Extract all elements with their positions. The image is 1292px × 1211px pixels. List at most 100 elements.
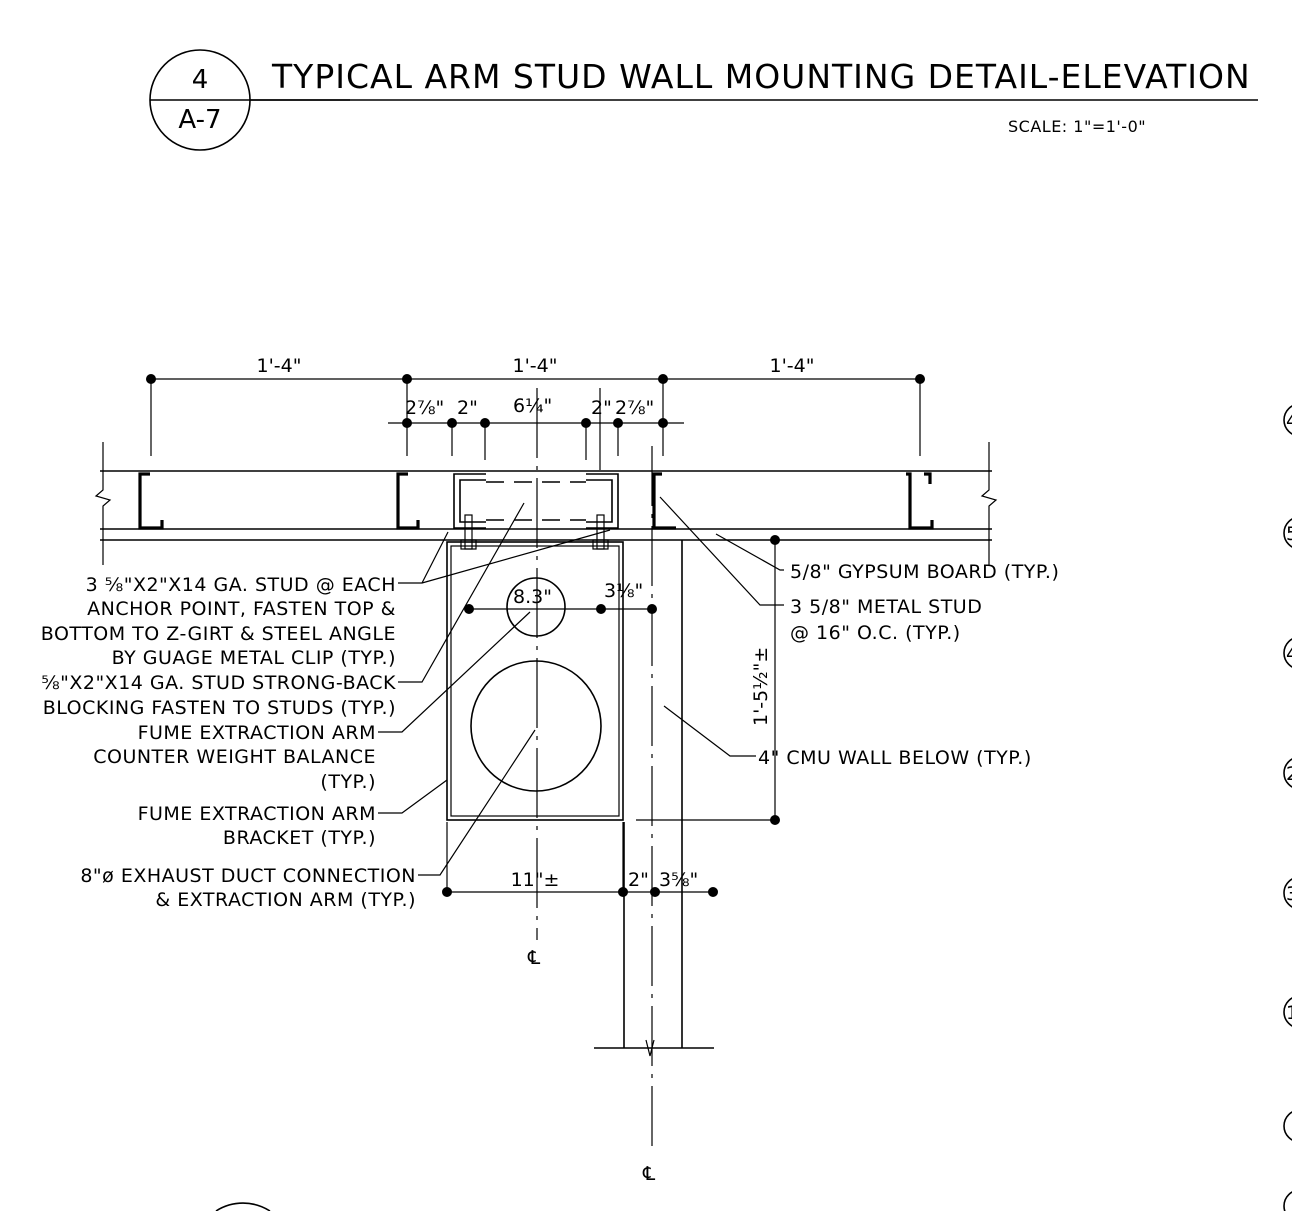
note-bracket-2: BRACKET (TYP.) xyxy=(223,827,376,849)
metal-stud-cmu xyxy=(652,472,676,530)
edge-marker-3-label: 4 xyxy=(1286,643,1292,665)
fume-arm-bracket xyxy=(446,541,624,821)
leader-counter-weight xyxy=(378,611,531,733)
anchor-bolt-left xyxy=(464,514,473,550)
dim-dot-s5 xyxy=(658,418,668,428)
break-line-left xyxy=(94,442,112,565)
edge-marker-1-label: 4 xyxy=(1286,410,1292,432)
detail-number: 4 xyxy=(192,65,209,95)
dim-vertical-label: 1'-5½"± xyxy=(750,647,772,726)
note-stud-anchor-2: ANCHOR POINT, FASTEN TOP & xyxy=(87,598,396,620)
dim-3-1-8: 3⅛" xyxy=(604,580,643,602)
dim-dot-v1 xyxy=(770,535,780,545)
edge-marker-5 xyxy=(1283,878,1292,908)
leader-duct xyxy=(418,729,536,876)
dim-dot-b1 xyxy=(442,887,452,897)
anchor-stud-right-inner xyxy=(586,479,613,523)
leader-bracket xyxy=(378,779,448,814)
leader-metal-stud xyxy=(659,496,784,606)
dim-2-bottom: 2" xyxy=(628,869,649,891)
exhaust-duct xyxy=(470,660,602,792)
left-notes: 3 ⅝"X2"X14 GA. STUD @ EACH ANCHOR POINT,… xyxy=(41,574,416,911)
edge-marker-4 xyxy=(1283,758,1292,788)
dim-8-3: 8.3" xyxy=(513,586,552,608)
dim-dot-1 xyxy=(146,374,156,384)
metal-stud-2 xyxy=(396,472,420,530)
edge-marker-7 xyxy=(1283,1111,1292,1141)
cmu-break-mark xyxy=(645,1039,655,1057)
metal-stud-1 xyxy=(138,472,164,530)
edge-marker-3 xyxy=(1283,638,1292,668)
leader-stud-anchor xyxy=(398,529,611,584)
note-metal-stud-2: @ 16" O.C. (TYP.) xyxy=(790,622,961,644)
dim-dot-i1 xyxy=(464,604,474,614)
center-lines: ℄ ℄ xyxy=(527,388,656,1185)
right-notes: 5/8" GYPSUM BOARD (TYP.) 3 5/8" METAL ST… xyxy=(758,561,1059,769)
leader-gypsum xyxy=(715,533,784,571)
note-counter-weight-1: FUME EXTRACTION ARM xyxy=(138,722,376,744)
dim-dot-3 xyxy=(658,374,668,384)
anchor-bolt-left-head xyxy=(460,539,477,550)
dim-dot-s3 xyxy=(581,418,591,428)
metal-stud-3 xyxy=(906,472,934,530)
note-cmu: 4" CMU WALL BELOW (TYP.) xyxy=(758,747,1032,769)
note-strong-back-2: BLOCKING FASTEN TO STUDS (TYP.) xyxy=(43,697,396,719)
anchor-stud-left-inner xyxy=(459,479,486,523)
edge-marker-6-label: 1 xyxy=(1286,1002,1292,1024)
dim-2-7-8-left: 2⅞" xyxy=(405,397,444,419)
dim-dot-s2 xyxy=(480,418,490,428)
edge-marker-6 xyxy=(1283,997,1292,1027)
dim-dot-i3 xyxy=(647,604,657,614)
dim-dot-b4 xyxy=(708,887,718,897)
note-bracket-1: FUME EXTRACTION ARM xyxy=(138,803,376,825)
strong-back-blocking xyxy=(486,481,586,521)
leader-strong-back xyxy=(398,502,525,683)
note-duct-1: 8"ø EXHAUST DUCT CONNECTION xyxy=(80,865,416,887)
note-stud-anchor-1: 3 ⅝"X2"X14 GA. STUD @ EACH xyxy=(86,574,396,596)
anchor-stud-left xyxy=(453,473,486,529)
note-strong-back-1: ⅝"X2"X14 GA. STUD STRONG-BACK xyxy=(41,672,396,694)
dim-stud-spacing-left: 1'-4" xyxy=(257,355,302,377)
edge-marker-8 xyxy=(1283,1191,1292,1211)
note-stud-anchor-4: BY GUAGE METAL CLIP (TYP.) xyxy=(112,647,396,669)
stud-wall xyxy=(94,442,998,565)
note-counter-weight-3: (TYP.) xyxy=(320,771,376,793)
edge-marker-4-label: 2 xyxy=(1286,763,1292,785)
leader-cmu xyxy=(663,705,756,757)
note-metal-stud-1: 3 5/8" METAL STUD xyxy=(790,596,982,618)
dim-dot-v2 xyxy=(770,815,780,825)
note-duct-2: & EXTRACTION ARM (TYP.) xyxy=(155,889,416,911)
note-stud-anchor-3: BOTTOM TO Z-GIRT & STEEL ANGLE xyxy=(41,623,396,645)
dim-11: 11"± xyxy=(511,869,560,891)
edge-marker-2 xyxy=(1283,518,1292,548)
anchor-bolt-right-head xyxy=(592,539,609,550)
edge-marker-5-label: 3 xyxy=(1286,883,1292,905)
dim-dot-2 xyxy=(402,374,412,384)
dim-dot-s1 xyxy=(447,418,457,428)
partial-bubble-bottom xyxy=(215,1202,271,1211)
dim-stud-spacing-mid: 1'-4" xyxy=(513,355,558,377)
centerline-symbol-duct: ℄ xyxy=(527,947,541,969)
metal-stud-3-cap xyxy=(924,472,932,484)
dim-dot-4 xyxy=(915,374,925,384)
dim-3-5-8: 3⅝" xyxy=(659,869,698,891)
dim-dot-b3 xyxy=(650,887,660,897)
note-gypsum: 5/8" GYPSUM BOARD (TYP.) xyxy=(790,561,1059,583)
leader-lines xyxy=(378,496,784,876)
counter-weight xyxy=(506,577,566,637)
centerline-symbol-wall: ℄ xyxy=(642,1163,656,1185)
cmu-wall xyxy=(594,446,776,1150)
dim-2-right: 2" xyxy=(591,397,612,419)
fume-arm-assembly xyxy=(446,541,624,821)
anchor-stud-right xyxy=(586,473,619,529)
dim-dot-i2 xyxy=(596,604,606,614)
dimension-lines: 1'-4" 1'-4" 1'-4" 2⅞" 2" 6¼" 2" 2⅞" 8.3"… xyxy=(146,355,925,897)
fume-arm-bracket-inner xyxy=(450,545,620,817)
edge-marker-2-label: 5 xyxy=(1286,523,1292,545)
edge-marker-1 xyxy=(1283,405,1292,435)
dim-dot-s4 xyxy=(613,418,623,428)
sheet-number: A-7 xyxy=(178,105,221,135)
detail-scale: SCALE: 1"=1'-0" xyxy=(1008,117,1146,136)
title-block: 4 A-7 TYPICAL ARM STUD WALL MOUNTING DET… xyxy=(149,49,1258,151)
